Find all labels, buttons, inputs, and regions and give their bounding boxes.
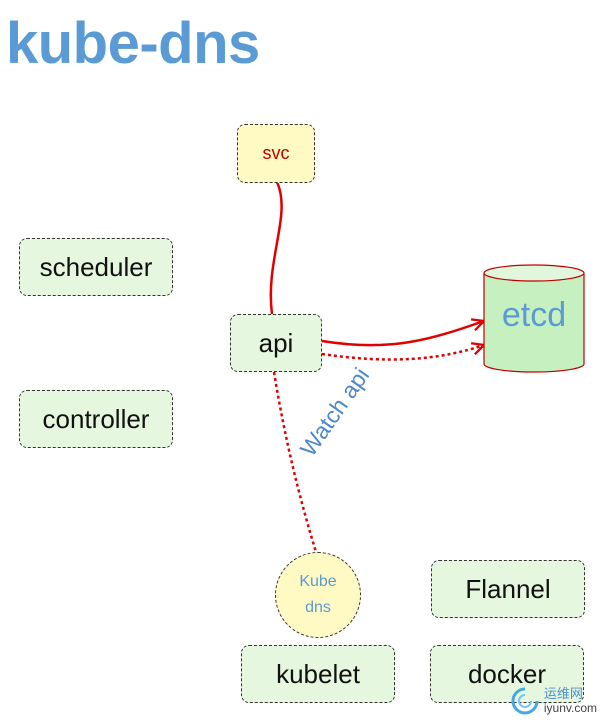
watermark-line1: 运维网	[543, 686, 583, 701]
node-api: api	[230, 314, 322, 372]
edge-api-etcd	[321, 321, 484, 347]
node-kube-dns: Kube dns	[275, 552, 361, 638]
page-title: kube-dns	[6, 11, 260, 76]
node-flannel: Flannel	[431, 560, 585, 618]
node-api-label: api	[258, 327, 294, 358]
watermark-line2: iyunv.com	[543, 701, 597, 715]
watermark: 运维网 iyunv.com	[510, 686, 597, 716]
node-kubelet-label: kubelet	[276, 658, 360, 689]
node-kube-dns-line2: dns	[305, 599, 331, 616]
node-scheduler: scheduler	[19, 238, 173, 296]
node-docker-label: docker	[467, 658, 547, 689]
node-controller: controller	[19, 390, 173, 448]
edge-api-etcd-watch	[321, 345, 484, 361]
watermark-logo-icon	[511, 687, 539, 715]
node-controller-label: controller	[42, 403, 150, 434]
edge-label-watch-api: Watch api	[295, 363, 374, 461]
node-scheduler-label: scheduler	[39, 251, 153, 282]
node-docker: docker	[430, 645, 584, 703]
node-svc: svc	[237, 124, 315, 183]
etcd-cylinder	[483, 264, 585, 373]
edge-api-kubedns	[272, 371, 318, 553]
node-kube-dns-line1: Kube	[299, 573, 337, 590]
etcd-label: etcd	[501, 296, 567, 334]
node-svc-label: svc	[262, 143, 290, 163]
node-flannel-label: Flannel	[465, 573, 551, 604]
node-kubelet: kubelet	[241, 645, 395, 703]
edge-svc-api	[269, 181, 283, 315]
